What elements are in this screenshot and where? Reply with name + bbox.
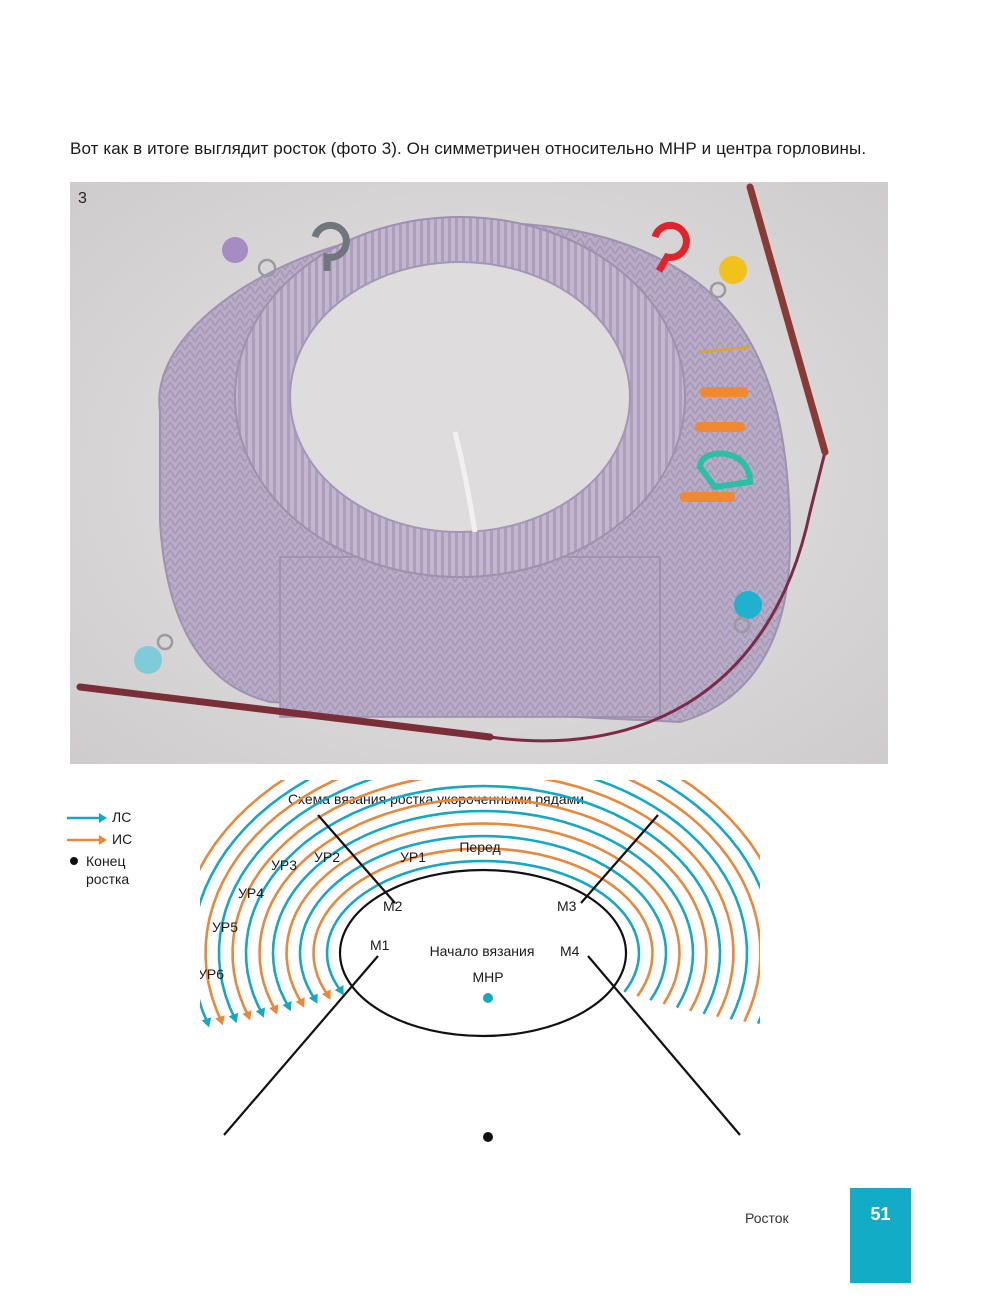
legend-end-label: Конец ростка xyxy=(86,853,130,887)
front-label: Перед xyxy=(459,839,500,855)
row-arc xyxy=(271,809,695,1009)
neck-ellipse xyxy=(338,868,628,1038)
row-arc xyxy=(258,797,708,1012)
short-rows-scheme: Схема вязания ростка укороченными рядами… xyxy=(200,780,760,1142)
row-label-5: УР5 xyxy=(212,919,238,935)
row-arc xyxy=(325,859,641,993)
row-arcs xyxy=(200,780,760,1028)
row-label-6: УР6 xyxy=(200,966,224,982)
row-arc-arrowhead xyxy=(282,1001,292,1012)
end-dot xyxy=(483,1132,493,1142)
row-arc-arrowhead xyxy=(242,1010,252,1021)
row-arc xyxy=(231,780,735,1018)
row-label-3: УР3 xyxy=(271,857,297,873)
row-arc-arrowhead xyxy=(321,989,331,1000)
section-label: Росток xyxy=(745,1210,789,1226)
marker-m2: М2 xyxy=(383,898,403,914)
row-arc-arrowhead xyxy=(215,1015,225,1026)
row-arc-arrowhead xyxy=(269,1004,279,1015)
row-label-2: УР2 xyxy=(314,849,340,865)
mnr-label: МНР xyxy=(472,969,503,985)
marker-line-m4 xyxy=(587,955,741,1136)
marker-m1: М1 xyxy=(370,937,390,953)
mnr-start-dot xyxy=(483,993,493,1003)
start-label: Начало вязания xyxy=(430,943,535,959)
marker-m3: М3 xyxy=(557,898,577,914)
marker-line-m3 xyxy=(580,814,659,904)
row-arc xyxy=(285,822,681,1005)
photo-number: 3 xyxy=(78,190,87,207)
orange-arrow-icon xyxy=(67,835,107,845)
row-arc-arrowhead xyxy=(201,1017,212,1028)
row-arc-arrowhead xyxy=(308,993,318,1004)
marker-m4: М4 xyxy=(560,943,580,959)
row-label-4: УР4 xyxy=(238,885,264,901)
row-arc-arrowhead xyxy=(334,985,344,996)
row-arc xyxy=(298,834,668,1001)
legend-ls-label: ЛС xyxy=(112,809,132,825)
row-arc xyxy=(244,784,722,1015)
black-dot-icon xyxy=(70,857,78,865)
row-label-1: УР1 xyxy=(400,849,426,865)
marker-line-m1 xyxy=(223,955,379,1136)
row-arc xyxy=(204,780,760,1023)
row-arc-arrowhead xyxy=(295,997,305,1008)
page-number: 51 xyxy=(870,1204,891,1224)
knitting-illustration xyxy=(70,182,888,764)
marker-line-m2 xyxy=(317,814,396,904)
row-arc xyxy=(312,847,654,997)
page-number-tab: 51 xyxy=(850,1188,911,1283)
row-arc-arrowhead xyxy=(255,1007,266,1018)
row-arc xyxy=(200,780,760,1025)
row-arc xyxy=(217,780,749,1020)
row-arc-arrowhead xyxy=(228,1012,239,1024)
legend-is-label: ИС xyxy=(112,831,133,847)
teal-arrow-icon xyxy=(67,813,107,823)
intro-paragraph: Вот как в итоге выглядит росток (фото 3)… xyxy=(70,139,867,158)
row-arc xyxy=(200,780,760,872)
knitting-photo: 3 xyxy=(70,182,888,764)
